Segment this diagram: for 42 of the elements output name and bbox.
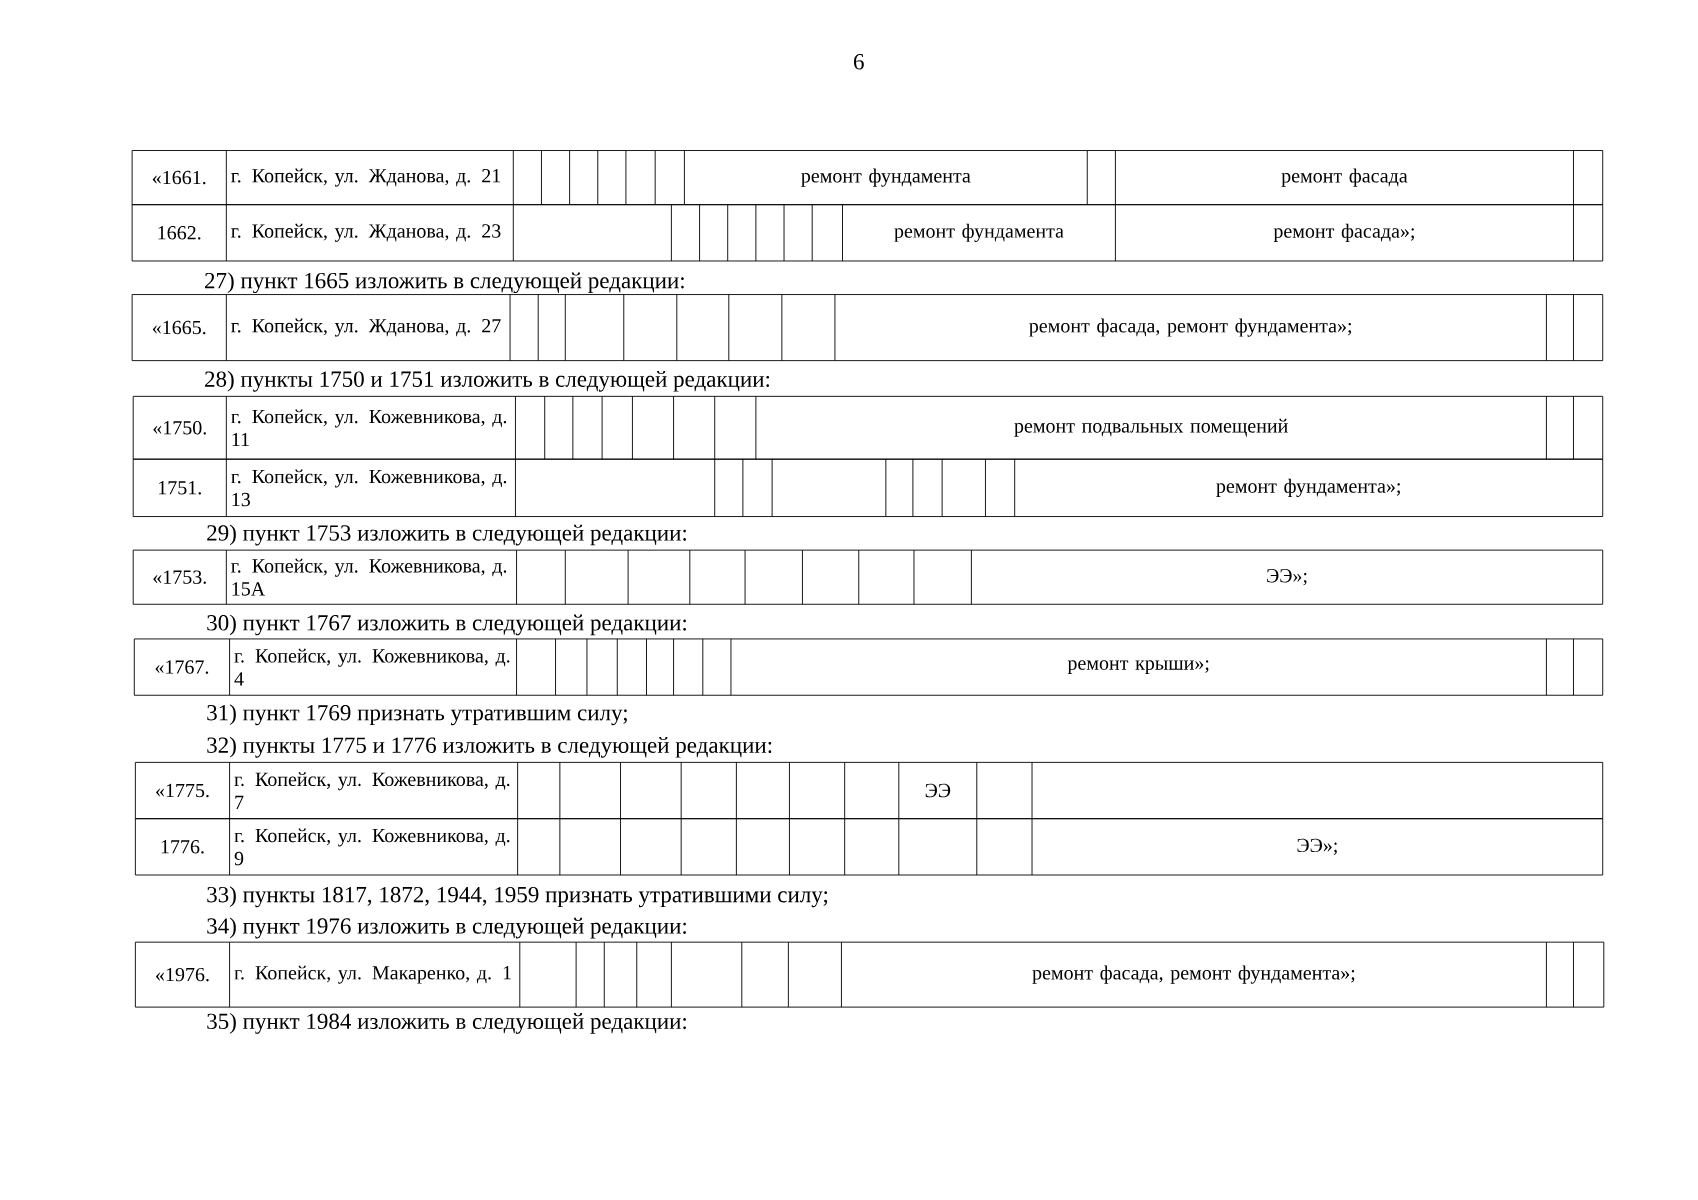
table-cell: «1767. bbox=[155, 660, 209, 674]
table-cell: «1661. bbox=[152, 170, 206, 185]
table-cell: г. Копейск, ул. Жданова, д. 27 bbox=[231, 318, 501, 337]
table-cell: г. Копейск, ул. Макаренко, д. 1 bbox=[234, 965, 511, 984]
table-cell: 1662. bbox=[158, 226, 201, 240]
table-cell: «1976. bbox=[156, 967, 209, 982]
table-cell: г. Копейск, ул. Кожевникова, д. 4 bbox=[234, 648, 510, 686]
page-number: 6 bbox=[854, 54, 864, 70]
instruction-text: 27) пункт 1665 изложить в следующей редакции: bbox=[205, 272, 684, 294]
table-cell: 1751. bbox=[159, 481, 201, 495]
table-cell: ЭЭ»; bbox=[1297, 838, 1337, 855]
table-cell: ремонт фасада, ремонт фундамента»; bbox=[1032, 965, 1355, 984]
table-cell: г. Копейск, ул. Кожевникова, д. 13 bbox=[231, 469, 507, 507]
table-cell: «1750. bbox=[153, 420, 206, 435]
table-cell: ремонт фундамента bbox=[801, 168, 971, 187]
table-cell: г. Копейск, ул. Жданова, д. 23 bbox=[231, 223, 501, 242]
instruction-text: 30) пункт 1767 изложить в следующей редакции: bbox=[207, 614, 686, 636]
instruction-text: 34) пункт 1976 изложить в следующей редакции: bbox=[207, 917, 686, 939]
table-cell: ремонт крыши»; bbox=[1067, 660, 1209, 674]
table-cell: «1775. bbox=[156, 783, 209, 798]
instruction-text: 35) пункт 1984 изложить в следующей редакции: bbox=[207, 1012, 686, 1034]
table-cell: г. Копейск, ул. Кожевникова, д. 7 bbox=[234, 772, 510, 809]
instruction-text: 29) пункт 1753 изложить в следующей редакции: bbox=[207, 524, 686, 546]
table-cell: ремонт подвальных помещений bbox=[1014, 418, 1288, 437]
table-cell: ремонт фундамента»; bbox=[1216, 478, 1400, 497]
table-cell: ЭЭ bbox=[925, 783, 951, 798]
table-cell: г. Копейск, ул. Кожевникова, д. 9 bbox=[234, 828, 510, 866]
table-cell: 1776. bbox=[161, 840, 204, 854]
table-cell: «1665. bbox=[152, 320, 206, 335]
table-cell: ремонт фасада bbox=[1281, 168, 1408, 187]
table-cell: ремонт фундамента bbox=[894, 223, 1064, 242]
instruction-text: 31) пункт 1769 признать утратившим силу; bbox=[207, 704, 627, 726]
instruction-text: 32) пункты 1775 и 1776 изложить в следующей редакции: bbox=[207, 736, 772, 758]
table-cell: г. Копейск, ул. Кожевникова, д. 15А bbox=[231, 558, 507, 596]
table-cell: ремонт фасада, ремонт фундамента»; bbox=[1029, 318, 1351, 337]
table-cell: «1753. bbox=[153, 570, 206, 584]
table-cell: ремонт фасада»; bbox=[1273, 223, 1414, 242]
instruction-text: 33) пункты 1817, 1872, 1944, 1959 признать утратившими силу; bbox=[207, 886, 828, 908]
table-cell: ЭЭ»; bbox=[1267, 569, 1307, 586]
table-cell: г. Копейск, ул. Жданова, д. 21 bbox=[231, 168, 501, 187]
table-cell: г. Копейск, ул. Кожевникова, д. 11 bbox=[231, 409, 507, 447]
instruction-text: 28) пункты 1750 и 1751 изложить в следующей редакции: bbox=[205, 370, 770, 392]
